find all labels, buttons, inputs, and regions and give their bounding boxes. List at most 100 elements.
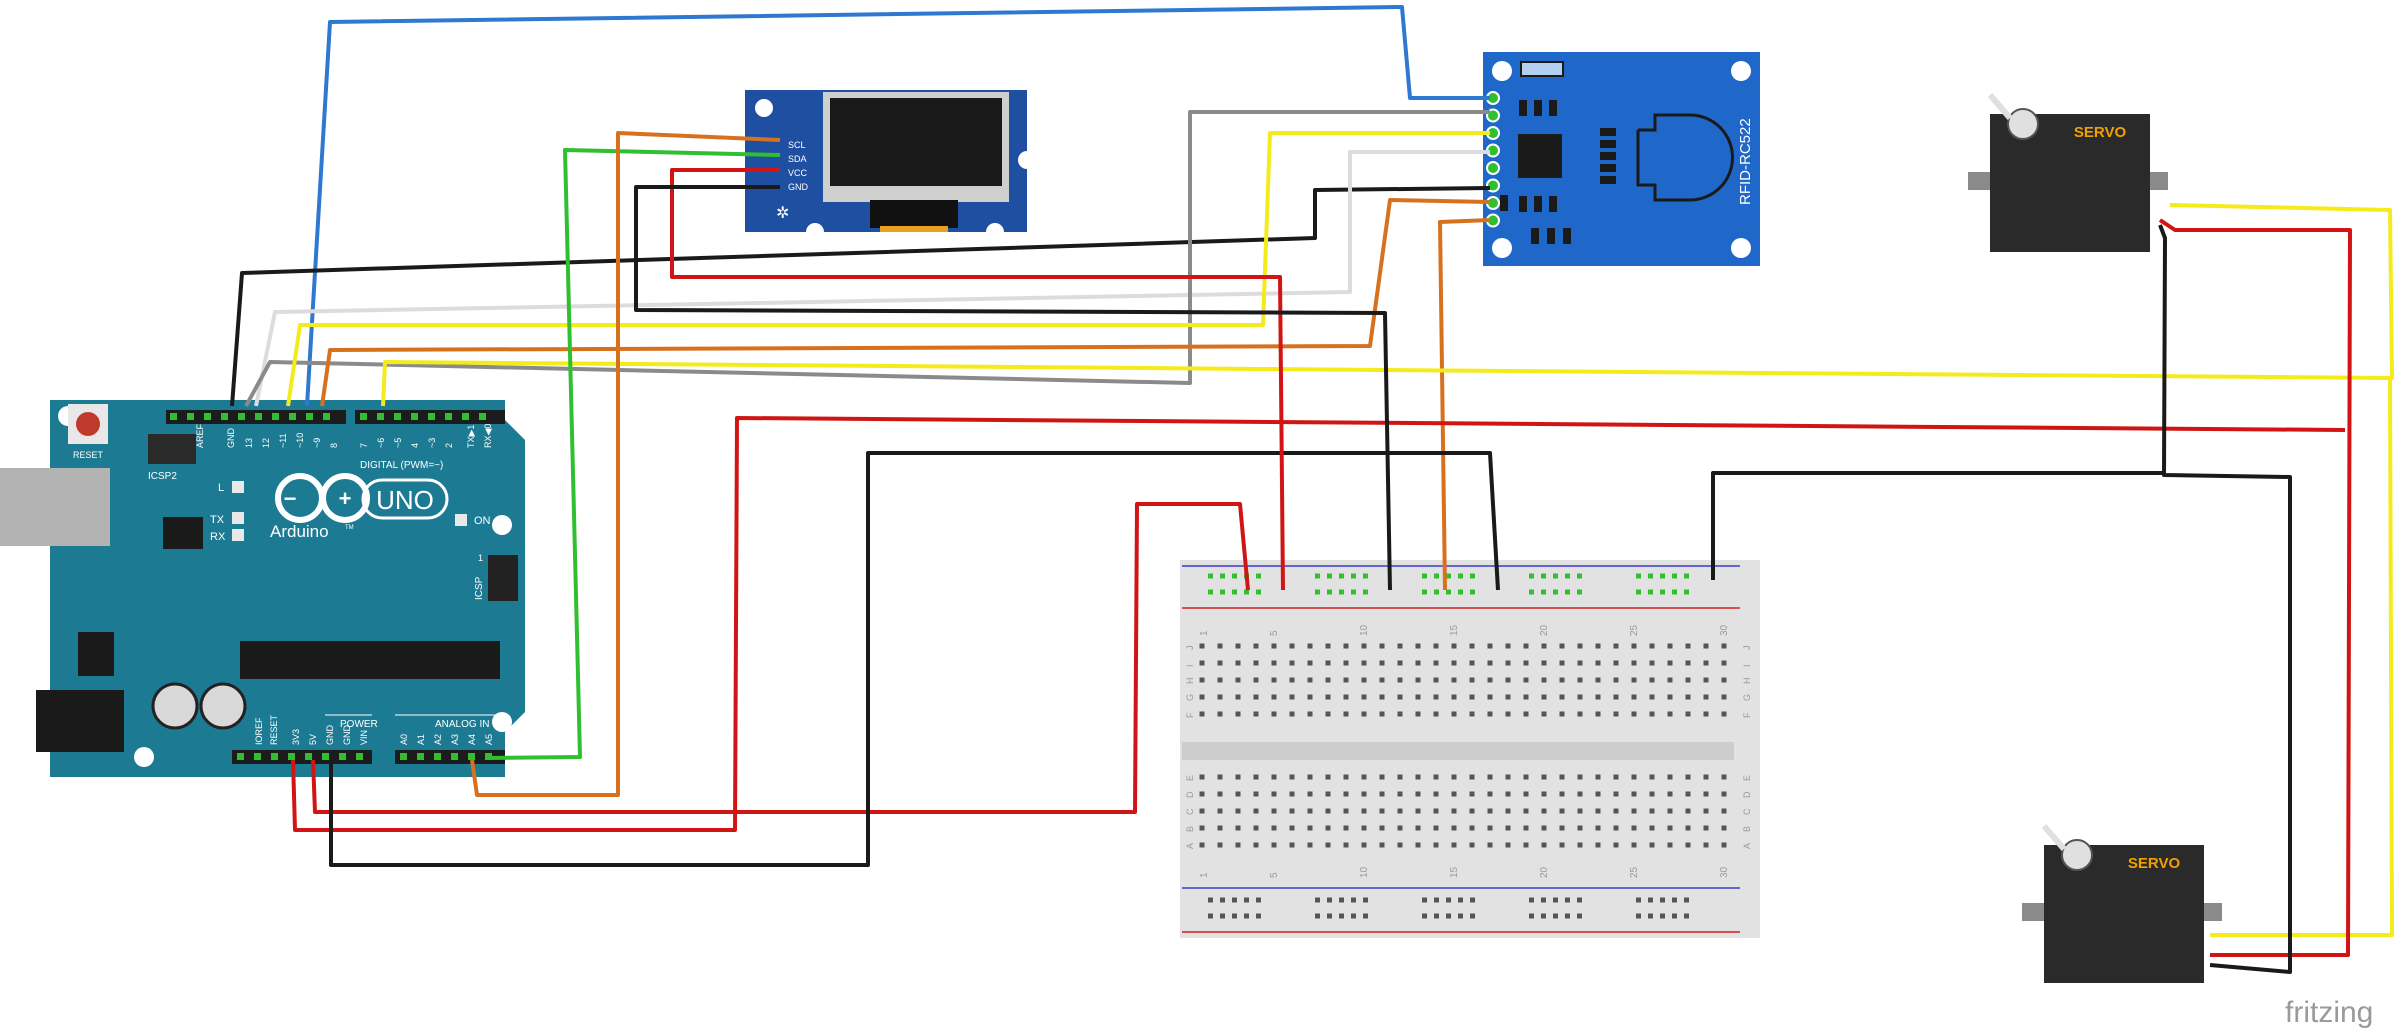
pin-label: ~3 xyxy=(427,438,437,448)
wire-white[interactable] xyxy=(254,150,1490,407)
breadboard-hole xyxy=(1433,694,1439,700)
breadboard-hole xyxy=(1595,808,1601,814)
wire-gray[interactable] xyxy=(244,110,1490,407)
breadboard-hole xyxy=(1541,825,1547,831)
breadboard-rail-holes xyxy=(1208,573,1689,919)
header-pin xyxy=(288,753,295,760)
breadboard-hole xyxy=(1721,694,1727,700)
breadboard-hole xyxy=(1361,660,1367,666)
rail-hole xyxy=(1577,913,1582,919)
breadboard-hole xyxy=(1415,808,1421,814)
breadboard-hole xyxy=(1721,825,1727,831)
breadboard-hole xyxy=(1631,677,1637,683)
rail-hole xyxy=(1529,589,1534,595)
rail-hole xyxy=(1648,913,1653,919)
servo-horn[interactable] xyxy=(2007,108,2039,140)
header-pin xyxy=(255,413,262,420)
mount-hole xyxy=(1731,61,1751,81)
breadboard-hole xyxy=(1469,660,1475,666)
wire-yellow-servo2[interactable] xyxy=(2210,377,2394,937)
usb-connector[interactable] xyxy=(0,468,110,546)
header-pin xyxy=(417,753,424,760)
breadboard-hole xyxy=(1325,694,1331,700)
breadboard-hole xyxy=(1649,660,1655,666)
wire-black-servo-bb[interactable] xyxy=(1711,471,2163,580)
rfid-chip xyxy=(1518,134,1562,178)
breadboard-hole xyxy=(1325,791,1331,797)
breadboard-hole xyxy=(1307,643,1313,649)
wire-orange-rfid-bb[interactable] xyxy=(1438,218,1491,591)
mount-hole xyxy=(755,99,773,117)
breadboard-hole xyxy=(1199,774,1205,780)
pin-label: 2 xyxy=(444,443,454,448)
wire-red-servo[interactable] xyxy=(2158,218,2352,957)
bb-row-letter: F xyxy=(1185,712,1195,718)
breadboard-hole xyxy=(1523,774,1529,780)
breadboard-hole xyxy=(1613,825,1619,831)
breadboard-hole xyxy=(1541,677,1547,683)
breadboard-hole xyxy=(1379,711,1385,717)
wire-black-servo[interactable] xyxy=(2158,224,2292,974)
mount-hole xyxy=(986,223,1004,241)
mount-hole xyxy=(1492,61,1512,81)
breadboard-hole xyxy=(1505,791,1511,797)
rail-hole xyxy=(1208,589,1213,595)
breadboard-hole xyxy=(1577,808,1583,814)
breadboard-hole xyxy=(1703,808,1709,814)
breadboard-hole xyxy=(1721,660,1727,666)
mount-hole xyxy=(806,223,824,241)
breadboard-hole xyxy=(1559,825,1565,831)
breadboard-hole xyxy=(1487,842,1493,848)
breadboard-hole xyxy=(1613,842,1619,848)
reset-button[interactable] xyxy=(76,412,100,436)
breadboard-hole xyxy=(1703,694,1709,700)
breadboard-hole xyxy=(1289,643,1295,649)
breadboard-hole xyxy=(1541,711,1547,717)
wire-red-bb[interactable] xyxy=(311,502,1250,814)
rail-hole xyxy=(1339,589,1344,595)
breadboard-hole xyxy=(1343,808,1349,814)
breadboard-hole xyxy=(1451,774,1457,780)
chip-small xyxy=(163,517,203,549)
rail-hole xyxy=(1220,589,1225,595)
mount-hole xyxy=(492,712,512,732)
l-led xyxy=(232,481,244,493)
wire-black-oled-gnd[interactable] xyxy=(634,185,1392,591)
power-jack[interactable] xyxy=(36,690,124,752)
breadboard-hole xyxy=(1685,660,1691,666)
wire-black[interactable] xyxy=(230,186,1491,407)
rail-hole xyxy=(1351,897,1356,903)
wire-red-vcc[interactable] xyxy=(670,168,1285,591)
wire-red-arduino[interactable] xyxy=(291,416,2346,832)
bb-col-num: 1 xyxy=(1199,630,1210,636)
wire-green-sda[interactable] xyxy=(489,148,781,760)
wire-blue[interactable] xyxy=(305,5,1490,407)
rail-hole xyxy=(1458,913,1463,919)
header-pin xyxy=(221,413,228,420)
servo-arm xyxy=(1987,93,2013,120)
wire-black-gnd[interactable] xyxy=(329,451,1500,867)
bb-row-letter: J xyxy=(1742,646,1752,651)
wire-orange-scl[interactable] xyxy=(470,131,781,797)
breadboard-hole xyxy=(1415,694,1421,700)
rail-hole xyxy=(1660,573,1665,579)
pin-label: ~6 xyxy=(376,438,386,448)
pin-label: 5V xyxy=(308,734,318,745)
pin-label: AREF xyxy=(195,423,205,448)
breadboard-hole xyxy=(1487,694,1493,700)
breadboard-hole xyxy=(1469,711,1475,717)
breadboard-hole xyxy=(1397,677,1403,683)
breadboard-hole xyxy=(1523,677,1529,683)
breadboard-hole xyxy=(1541,643,1547,649)
rail-hole xyxy=(1232,897,1237,903)
breadboard-hole xyxy=(1325,825,1331,831)
bb-col-num: 20 xyxy=(1539,866,1550,878)
bb-row-letter: B xyxy=(1185,826,1195,832)
bb-row-letter: B xyxy=(1742,826,1752,832)
breadboard-hole xyxy=(1379,791,1385,797)
servo-horn[interactable] xyxy=(2061,839,2093,871)
breadboard-hole xyxy=(1253,711,1259,717)
breadboard-hole xyxy=(1307,711,1313,717)
wire-yellow[interactable] xyxy=(286,131,1490,407)
wire-orange[interactable] xyxy=(320,198,1491,407)
